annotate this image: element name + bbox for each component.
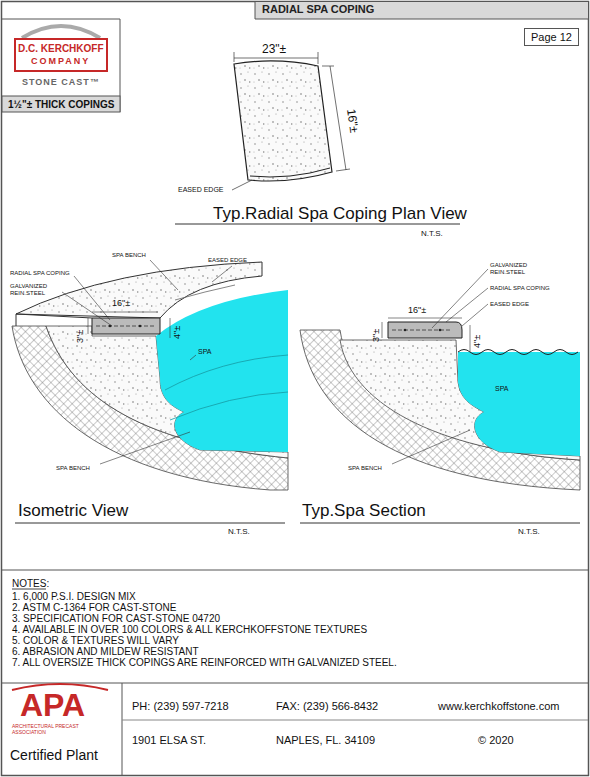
view-title: Isometric View [18,502,128,521]
dimension: 16"± [408,306,426,316]
notes-heading: NOTES: [12,578,49,589]
dimension: 4"± [473,335,483,348]
dimension: 4"± [173,326,183,339]
scale-note: N.T.S. [421,230,443,239]
scale-note: N.T.S. [228,528,250,537]
callout-label: SPA BENCH [112,252,146,259]
dimension: 3"± [76,330,86,343]
callout-label: GALVANIZED REIN.STEEL [490,262,544,275]
note-line: 3. SPECIFICATION FOR CAST-STONE 04720 [12,613,220,624]
page-number: Page 12 [531,31,572,43]
note-line: 4. AVAILABLE IN OVER 100 COLORS & ALL KE… [12,624,367,635]
copyright: © 2020 [478,734,514,746]
part-label: SPA [495,385,509,393]
contact-fax: FAX: (239) 566-8432 [276,700,378,712]
view-title: Typ.Spa Section [302,502,426,521]
contact-phone: PH: (239) 597-7218 [132,700,229,712]
part-label: SPA [198,348,212,356]
callout-label: GALVANIZED REIN.STEEL [10,283,64,296]
association-name: ARCHITECTURAL PRECAST ASSOCIATION [12,724,112,735]
callout-label: SPA BENCH [56,465,90,472]
note-line: 1. 6,000 P.S.I. DESIGN MIX [12,591,136,602]
dimension: 16"± [112,299,130,309]
dimension: 3"± [372,329,382,342]
view-title: Typ.Radial Spa Coping Plan View [213,205,467,224]
association-logo: APA [20,688,85,723]
note-line: 7. ALL OVERSIZE THICK COPINGS ARE REINFO… [12,657,397,668]
dimension: 23"± [262,43,286,56]
contact-address: 1901 ELSA ST. [132,734,206,746]
callout-label: EASED EDGE [490,301,529,308]
certification: Certified Plant [10,748,98,763]
callout-label: RADIAL SPA COPING [10,270,70,277]
note-line: 6. ABRASION AND MILDEW RESISTANT [12,646,199,657]
brand-name: STONE CAST™ [22,78,100,88]
contact-web: www.kerchkoffstone.com [438,700,559,712]
sheet-title: RADIAL SPA COPING [262,3,374,15]
callout-label: RADIAL SPA COPING [490,285,550,292]
company-logo: D.C. KERCHKOFFCOMPANYSTONE CAST™ [14,38,108,72]
callout-label: EASED EDGE [208,257,247,264]
company-name: D.C. KERCHKOFF [18,43,104,54]
contact-address: NAPLES, FL. 34109 [276,734,375,746]
page-number-box: Page 12 [524,28,579,46]
sheet-subtitle: 1½"± THICK COPINGS [8,99,114,110]
note-line: 5. COLOR & TEXTURES WILL VARY [12,635,179,646]
company-name: COMPANY [31,57,90,67]
note-line: 2. ASTM C-1364 FOR CAST-STONE [12,602,176,613]
dimension: 16"± [344,108,360,134]
callout-label: EASED EDGE [178,186,224,194]
scale-note: N.T.S. [518,528,540,537]
callout-label: SPA BENCH [348,465,382,472]
